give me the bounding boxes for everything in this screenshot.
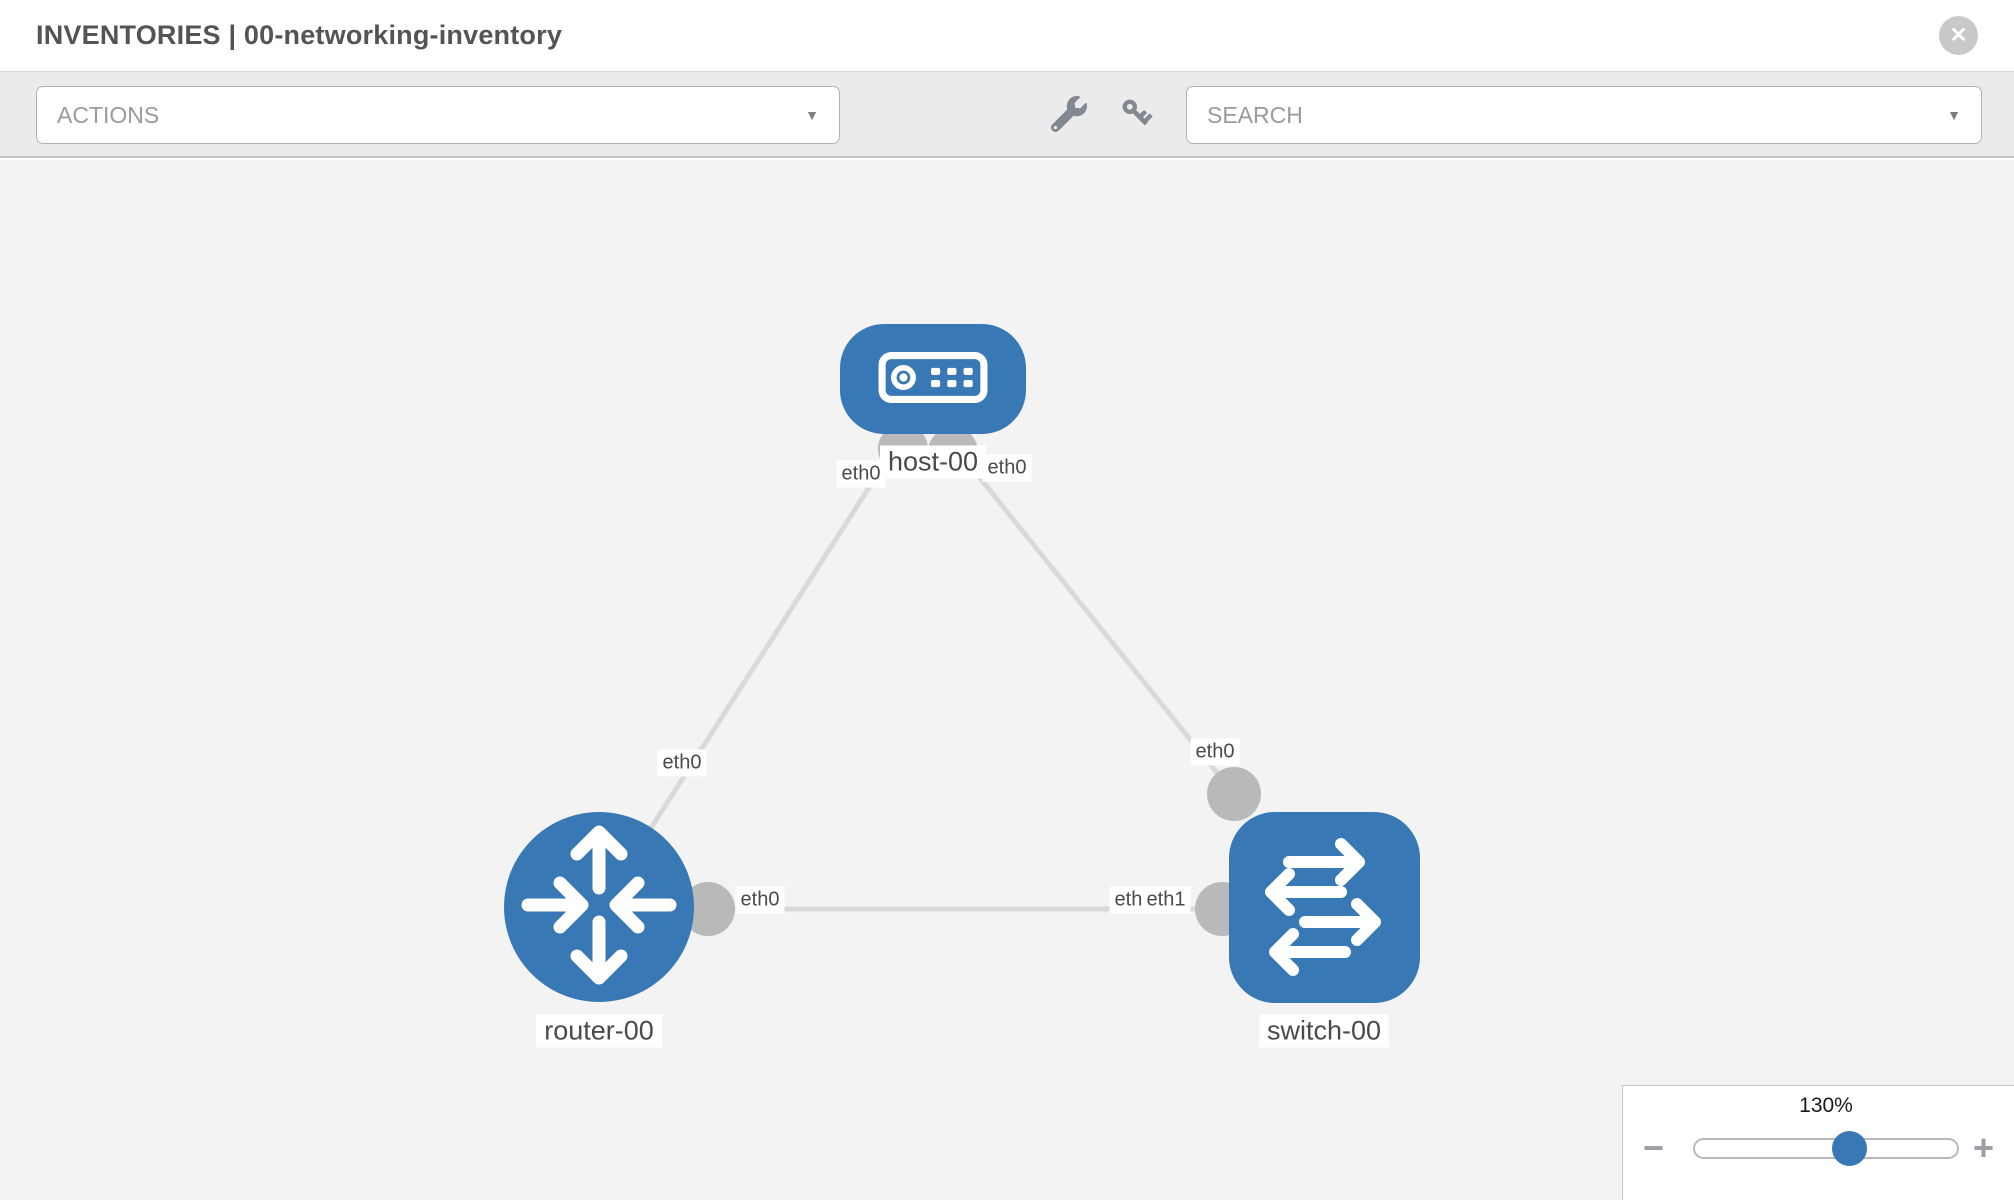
actions-dropdown-label: ACTIONS [57,101,160,128]
link-host-switch [953,445,1236,796]
node-label-router: router-00 [536,1014,662,1048]
toolbar-icons [1050,72,1156,156]
chevron-down-icon: ▼ [805,107,819,123]
switch-icon [1229,810,1420,1006]
port-switch-eth0 [1207,767,1261,821]
toolbar: ACTIONS ▼ SEARCH ▼ [0,72,2014,158]
router-icon [504,810,694,1005]
chevron-down-icon: ▼ [1947,107,1961,123]
interface-label-host-right: eth0 [982,454,1032,482]
zoom-slider[interactable] [1693,1131,1959,1166]
topology-edges [596,424,1324,936]
topology-canvas[interactable]: host-00 router-00 switch-00 eth0 eth0 et… [0,160,2014,1200]
node-label-host: host-00 [879,445,987,479]
page-title: INVENTORIES | 00-networking-inventory [36,20,563,50]
key-icon[interactable] [1118,95,1156,133]
search-dropdown[interactable]: SEARCH ▼ [1186,86,1982,144]
zoom-in-button[interactable]: + [1973,1127,1995,1168]
window-header: INVENTORIES | 00-networking-inventory ✕ [0,0,2014,72]
wrench-icon[interactable] [1050,95,1088,133]
interface-label-switch-top: eth0 [1190,738,1240,766]
interface-label-switch-left-eth1: eth1 [1141,886,1191,914]
node-switch-00[interactable] [1229,812,1420,1003]
interface-label-link-left: eth0 [657,749,707,777]
zoom-level-value: 130% [1799,1094,1853,1117]
interface-label-router-right: eth0 [735,886,785,914]
node-router-00[interactable] [504,812,694,1002]
close-button[interactable]: ✕ [1939,16,1978,55]
zoom-panel: 130% − + [1622,1085,2014,1200]
port-router-eth0 [681,882,735,936]
zoom-slider-thumb[interactable] [1832,1131,1867,1166]
interface-label-host-left: eth0 [836,460,886,488]
node-label-switch: switch-00 [1258,1014,1390,1048]
host-icon [877,348,989,411]
actions-dropdown[interactable]: ACTIONS ▼ [36,86,840,144]
close-icon: ✕ [1949,24,1968,47]
node-host-00[interactable] [840,324,1026,434]
zoom-out-button[interactable]: − [1643,1127,1665,1168]
search-dropdown-label: SEARCH [1207,101,1303,128]
